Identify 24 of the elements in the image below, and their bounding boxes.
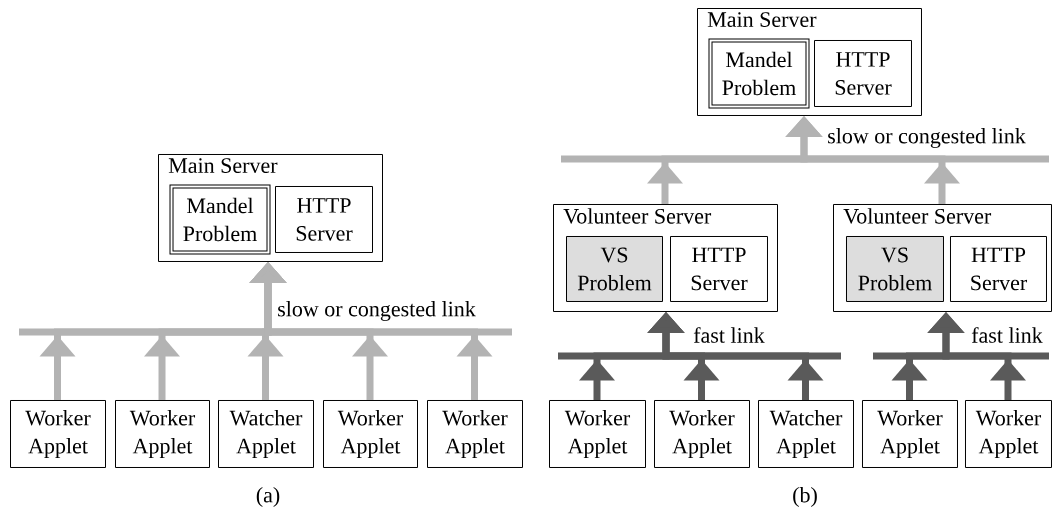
- link-label: fast link: [693, 327, 765, 343]
- problem-box: VS Problem: [846, 236, 944, 302]
- link-label: slow or congested link: [828, 128, 1026, 148]
- component-box: Watcher Applet: [218, 400, 314, 468]
- problem-box: VS Problem: [566, 236, 663, 302]
- component-box: Worker Applet: [427, 400, 523, 468]
- problem-box: Mandel Problem: [169, 184, 271, 255]
- component-box: Worker Applet: [10, 400, 106, 468]
- component-box: Watcher Applet: [758, 400, 854, 468]
- problem-box: Mandel Problem: [708, 38, 810, 109]
- component-box: Worker Applet: [965, 400, 1052, 468]
- component-box: Worker Applet: [862, 400, 958, 468]
- component-box: HTTP Server: [275, 186, 373, 253]
- component-box: HTTP Server: [950, 236, 1047, 302]
- component-box: Worker Applet: [549, 400, 646, 468]
- link-label: slow or congested link: [278, 301, 476, 321]
- panel-label: (b): [793, 487, 817, 507]
- panel-label: (a): [256, 487, 280, 507]
- component-box: Worker Applet: [323, 400, 418, 468]
- component-box: Worker Applet: [115, 400, 210, 468]
- component-box: HTTP Server: [814, 40, 912, 107]
- component-box: Worker Applet: [654, 400, 750, 468]
- component-box: HTTP Server: [670, 236, 768, 302]
- link-label: fast link: [971, 327, 1043, 343]
